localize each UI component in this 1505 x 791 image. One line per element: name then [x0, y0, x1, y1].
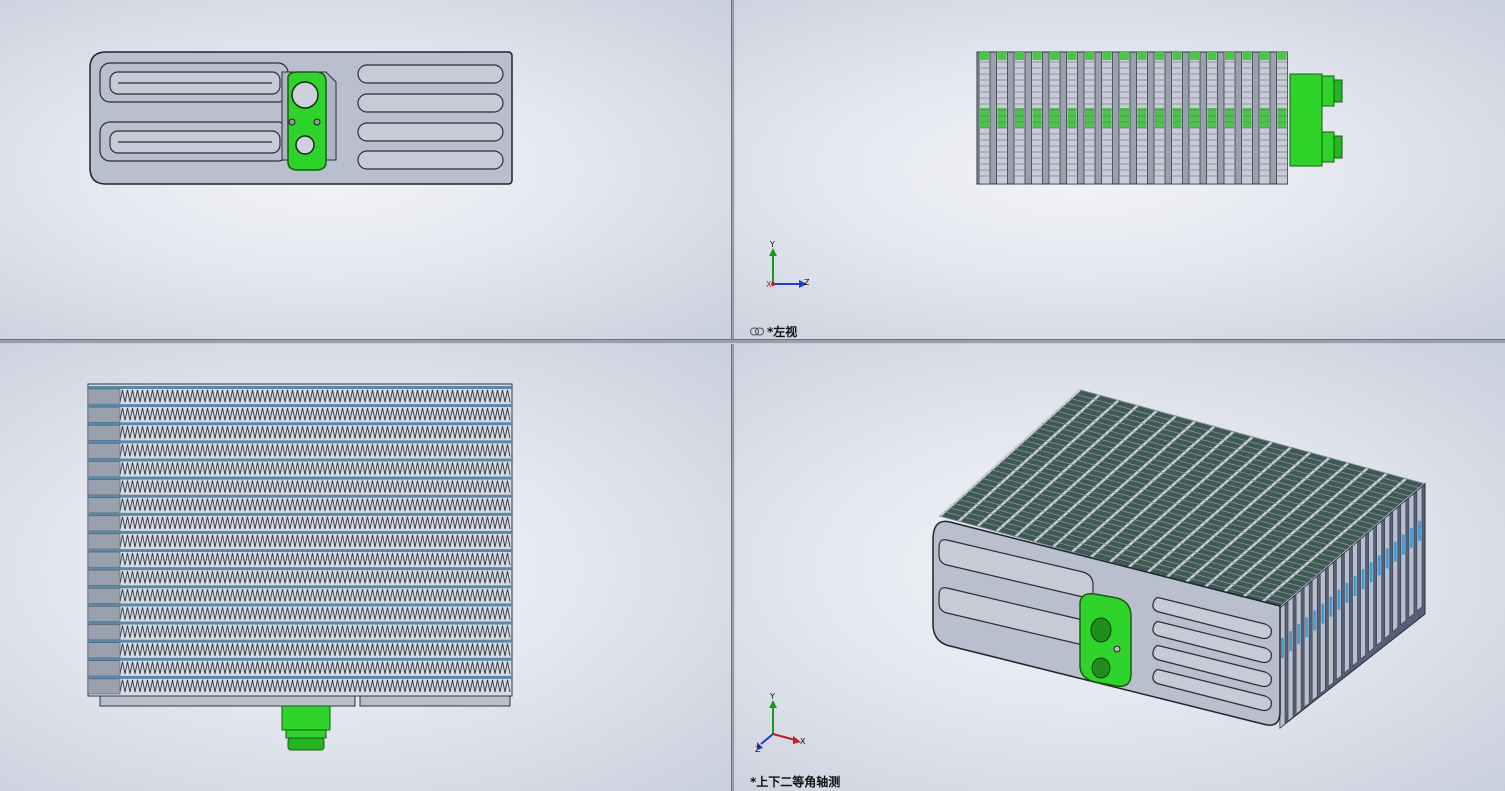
triad-left-view: Y Z X: [766, 240, 810, 289]
fin-rows: [87, 386, 512, 695]
view-name-text: *左视: [767, 325, 798, 339]
view-name-label-iso[interactable]: *上下二等角轴测: [750, 773, 840, 790]
top-view-model: [87, 383, 513, 751]
triad-iso-x: X: [800, 737, 806, 746]
fitting-block: [287, 71, 327, 171]
iso-right-slots: [1152, 597, 1272, 712]
right-fin-stack: [1279, 486, 1423, 729]
viewport-front[interactable]: [0, 0, 731, 339]
viewport-top[interactable]: [0, 344, 731, 791]
triad-x-axis: X: [766, 280, 772, 289]
side-fitting: [1289, 73, 1343, 167]
iso-fitting: [1079, 592, 1132, 687]
triad-iso-y: Y: [769, 692, 775, 701]
right-slots: [357, 64, 504, 170]
triad-iso-z: Z: [755, 745, 761, 754]
view-name-text-iso: *上下二等角轴测: [750, 775, 841, 789]
triad-y: Y: [769, 240, 775, 249]
link-icon[interactable]: [750, 327, 764, 336]
triad-isometric: Y X Z: [755, 692, 806, 754]
left-slots: [99, 62, 289, 162]
viewport-left[interactable]: Y Z X *左视: [735, 0, 1505, 339]
isometric-model: Y X Z: [755, 389, 1427, 754]
horizontal-splitter[interactable]: [0, 339, 1505, 344]
front-view-model: [89, 51, 513, 185]
left-view-model: Y Z X: [766, 51, 1343, 289]
bottom-fitting: [281, 705, 331, 751]
view-name-label[interactable]: *左视: [750, 323, 797, 339]
viewport-isometric[interactable]: Y X Z *上下二等角轴测: [735, 344, 1505, 791]
triad-z-axis: Z: [804, 278, 810, 287]
fin-stack: [978, 51, 1288, 185]
vertical-splitter[interactable]: [731, 0, 735, 791]
